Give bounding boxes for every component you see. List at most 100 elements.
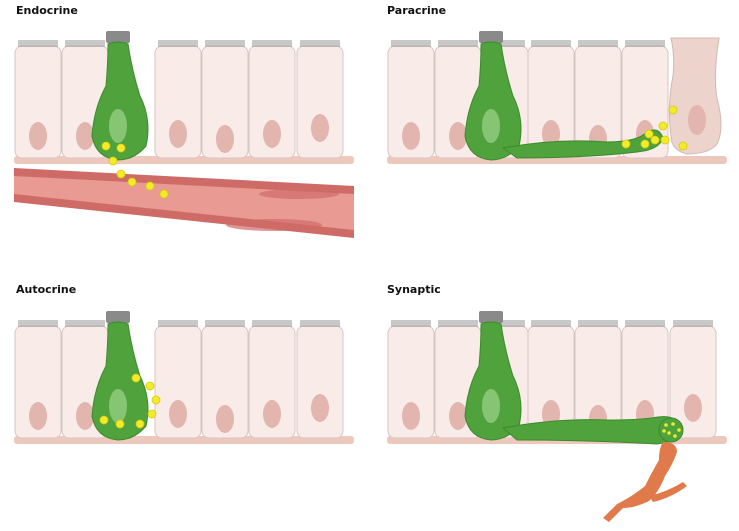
microvilli bbox=[65, 320, 105, 327]
secretory-cell-apex bbox=[479, 311, 503, 323]
signal-molecule bbox=[147, 409, 157, 419]
signal-molecule bbox=[127, 177, 137, 187]
nucleus bbox=[311, 394, 329, 422]
signal-molecule bbox=[101, 141, 111, 151]
signal-molecule bbox=[650, 135, 660, 145]
microvilli bbox=[578, 40, 618, 47]
red-blood-cell bbox=[259, 189, 339, 199]
microvilli bbox=[485, 320, 525, 327]
nucleus bbox=[449, 122, 467, 150]
secretory-cell-body bbox=[464, 321, 522, 441]
signal-molecule bbox=[145, 381, 155, 391]
microvilli bbox=[65, 40, 105, 47]
microvilli bbox=[531, 40, 571, 47]
vesicle bbox=[662, 429, 666, 433]
nucleus bbox=[76, 122, 94, 150]
nucleus bbox=[263, 120, 281, 148]
vesicle bbox=[667, 431, 671, 435]
panel-synaptic bbox=[387, 311, 727, 522]
microvilli bbox=[673, 320, 713, 327]
microvilli bbox=[300, 40, 340, 47]
nucleus bbox=[169, 120, 187, 148]
signal-molecule bbox=[99, 415, 109, 425]
signal-molecule bbox=[108, 156, 118, 166]
signal-molecule bbox=[660, 135, 670, 145]
vesicle bbox=[677, 428, 681, 432]
panel-title-synaptic: Synaptic bbox=[387, 283, 441, 296]
secretory-cell-apex bbox=[106, 31, 130, 43]
microvilli bbox=[438, 40, 478, 47]
microvilli bbox=[391, 320, 431, 327]
secretory-cell-body bbox=[91, 321, 149, 441]
nucleus bbox=[688, 105, 706, 135]
microvilli bbox=[158, 40, 198, 47]
secretory-cell-nucleus bbox=[109, 109, 127, 143]
microvilli bbox=[18, 320, 58, 327]
microvilli bbox=[625, 320, 665, 327]
signal-molecule bbox=[145, 181, 155, 191]
panel-title-autocrine: Autocrine bbox=[16, 283, 77, 296]
postsynaptic-neuron bbox=[603, 442, 687, 522]
nucleus bbox=[29, 122, 47, 150]
signal-molecule bbox=[644, 129, 654, 139]
nucleus bbox=[402, 402, 420, 430]
microvilli bbox=[300, 320, 340, 327]
signal-molecule bbox=[621, 139, 631, 149]
nucleus bbox=[684, 394, 702, 422]
nucleus bbox=[169, 400, 187, 428]
microvilli bbox=[485, 40, 525, 47]
microvilli bbox=[252, 40, 292, 47]
target-cell bbox=[668, 37, 722, 155]
nucleus bbox=[542, 120, 560, 148]
microvilli bbox=[531, 320, 571, 327]
microvilli bbox=[625, 40, 665, 47]
nucleus bbox=[76, 402, 94, 430]
vesicle bbox=[673, 434, 677, 438]
signal-molecule bbox=[640, 139, 650, 149]
signal-molecule bbox=[116, 169, 126, 179]
nucleus bbox=[263, 400, 281, 428]
microvilli bbox=[578, 320, 618, 327]
nucleus bbox=[449, 402, 467, 430]
secretory-cell-apex bbox=[479, 31, 503, 43]
signal-molecule bbox=[658, 121, 668, 131]
secretory-cell-body bbox=[464, 41, 522, 161]
blood-vessel-lumen bbox=[14, 176, 354, 230]
signal-molecule bbox=[135, 419, 145, 429]
secretory-cell-body bbox=[91, 41, 149, 161]
signal-molecule bbox=[116, 143, 126, 153]
microvilli bbox=[391, 40, 431, 47]
nucleus bbox=[311, 114, 329, 142]
panel-autocrine bbox=[14, 311, 354, 444]
blood-vessel bbox=[14, 168, 354, 238]
signal-molecule bbox=[159, 189, 169, 199]
microvilli bbox=[252, 320, 292, 327]
secretory-cell-apex bbox=[106, 311, 130, 323]
panel-endocrine bbox=[14, 31, 354, 238]
secretory-cell-nucleus bbox=[482, 109, 500, 143]
vesicle bbox=[671, 422, 675, 426]
microvilli bbox=[438, 320, 478, 327]
secretory-cell-nucleus bbox=[482, 389, 500, 423]
nucleus bbox=[402, 122, 420, 150]
signal-molecule bbox=[115, 419, 125, 429]
nucleus bbox=[29, 402, 47, 430]
secretory-cell-process bbox=[501, 129, 664, 159]
microvilli bbox=[205, 40, 245, 47]
panel-title-paracrine: Paracrine bbox=[387, 4, 447, 17]
red-blood-cell bbox=[226, 219, 322, 231]
signal-molecule bbox=[151, 395, 161, 405]
panel-paracrine bbox=[387, 31, 727, 164]
vesicle bbox=[664, 423, 668, 427]
microvilli bbox=[18, 40, 58, 47]
microvilli bbox=[158, 320, 198, 327]
microvilli bbox=[205, 320, 245, 327]
nucleus bbox=[216, 405, 234, 433]
signal-molecule bbox=[668, 105, 678, 115]
nucleus bbox=[216, 125, 234, 153]
panel-title-endocrine: Endocrine bbox=[16, 4, 78, 17]
secretory-cell-nucleus bbox=[109, 389, 127, 423]
signal-molecule bbox=[678, 141, 688, 151]
signal-molecule bbox=[131, 373, 141, 383]
